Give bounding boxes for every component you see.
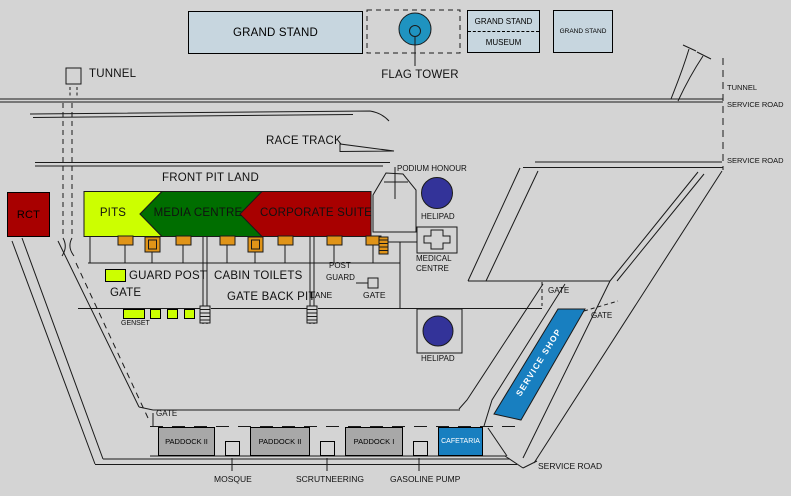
genset-label: GENSET <box>121 320 150 327</box>
genset-box <box>150 309 161 319</box>
bottom-roads <box>95 413 537 471</box>
paddock-1-label: PADDOCK I <box>353 437 395 446</box>
pit-door-icon <box>176 236 191 245</box>
post-guard-icon <box>356 278 378 288</box>
podium-pole-icon <box>384 167 408 199</box>
cabin-toilets-label: CABIN TOILETS <box>214 270 303 282</box>
race-track-label: RACE TRACK <box>266 135 342 147</box>
scrutneering-label: SCRUTNEERING <box>296 474 365 484</box>
genset-box <box>123 309 145 319</box>
rct-box: RCT <box>7 192 50 237</box>
pit-gates <box>200 306 317 323</box>
paddock-1-box: PADDOCK I <box>345 427 403 456</box>
pits-label: PITS <box>99 207 127 219</box>
paddock-gatehouse-box <box>413 441 428 456</box>
grand-stand-label: GRAND STAND <box>232 26 319 39</box>
grand-stand-museum-box: GRAND STAND MUSEUM <box>467 10 540 53</box>
gate-parking-label: GATE <box>548 286 570 295</box>
corporate-suite-building <box>240 192 371 237</box>
pit-doors <box>118 236 388 254</box>
paddock-2a-box: PADDOCK II <box>158 427 215 456</box>
paddock-2b-label: PADDOCK II <box>258 437 302 446</box>
podium-honour-label: PODIUM HONOUR <box>397 164 467 173</box>
pit-buildings <box>84 192 371 237</box>
grand-stand-small-box: GRAND STAND <box>553 10 613 53</box>
helipad-top-label: HELIPAD <box>421 212 455 221</box>
flag-tower-icon <box>367 10 460 66</box>
flag-tower-label: FLAG TOWER <box>381 69 459 81</box>
grand-stand-small-label: GRAND STAND <box>559 28 607 35</box>
helipad-icon <box>423 316 453 346</box>
guard-label: GUARD <box>326 273 355 282</box>
genset-box <box>184 309 195 319</box>
stairs-tower-icon <box>145 237 160 252</box>
paddock-2b-box: PADDOCK II <box>250 427 310 456</box>
grand-stand-upper-label: GRAND STAND <box>474 16 533 26</box>
genset-box <box>167 309 178 319</box>
service-road-top-label: SERVICE ROAD <box>727 100 784 109</box>
infield-roads <box>459 168 722 463</box>
paddock-gatehouse-box <box>320 441 335 456</box>
media-centre-label: MEDIA CENTRE <box>153 207 243 219</box>
gate-lane-label: GATE <box>363 290 386 300</box>
helipad-pad <box>417 309 462 353</box>
cafetaria-box: CAFETARIA <box>438 427 483 456</box>
stairs-tower-icon <box>248 237 263 252</box>
gate-back-pit-label: GATE BACK PIT <box>227 291 316 303</box>
gasoline-pump-label: GASOLINE PUMP <box>390 474 461 484</box>
medical-centre-label-1: MEDICAL <box>416 254 452 263</box>
post-label: POST <box>329 261 351 270</box>
gate-barrier-icon <box>307 306 317 323</box>
pit-back-lines <box>78 237 542 324</box>
pit-door-icon <box>220 236 235 245</box>
medical-centre-building <box>417 227 457 253</box>
gate-left-label: GATE <box>110 287 142 299</box>
cafetaria-label: CAFETARIA <box>441 438 480 445</box>
museum-label: MUSEUM <box>468 31 539 52</box>
paddock-gatehouse-box <box>225 441 240 456</box>
pit-door-icon <box>327 236 342 245</box>
service-shop-building <box>494 309 585 420</box>
helipad-bottom-label: HELIPAD <box>421 354 455 363</box>
grand-stand-box: GRAND STAND <box>188 11 363 54</box>
corporate-suite-label: CORPORATE SUITE <box>260 207 373 219</box>
gate-paddock-label: GATE <box>156 409 178 418</box>
race-track-lines <box>30 111 394 152</box>
gate-service-shop-label: GATE <box>591 311 613 320</box>
tunnel-icon <box>66 68 81 96</box>
service-road-mid-label: SERVICE ROAD <box>727 156 784 165</box>
guard-post-label: GUARD POST <box>129 270 208 282</box>
medical-cross-icon <box>424 230 450 249</box>
stairs-icon <box>379 237 388 254</box>
tunnel-label: TUNNEL <box>89 68 137 80</box>
front-pit-land-label: FRONT PIT LAND <box>162 172 259 184</box>
service-road-bottom-label: SERVICE ROAD <box>538 461 603 471</box>
guard-post-swatch <box>105 269 126 282</box>
rct-label: RCT <box>16 208 41 221</box>
lane-label: LANE <box>310 290 333 300</box>
race-track-pointer <box>340 144 394 152</box>
left-access-road <box>12 103 460 464</box>
paddock-2a-label: PADDOCK II <box>165 437 208 446</box>
tunnel-ramp-lines <box>671 49 703 101</box>
pit-door-icon <box>118 236 133 245</box>
mosque-label: MOSQUE <box>214 474 252 484</box>
medical-centre-label-2: CENTRE <box>416 264 449 273</box>
gate-dashed-service-shop <box>584 301 618 311</box>
pit-door-icon <box>278 236 293 245</box>
helipad-icon <box>422 178 453 209</box>
podium-honour-structure <box>373 167 416 232</box>
roads <box>0 45 723 170</box>
tunnel-right-label: TUNNEL <box>727 83 758 92</box>
gate-barrier-icon <box>200 306 210 323</box>
